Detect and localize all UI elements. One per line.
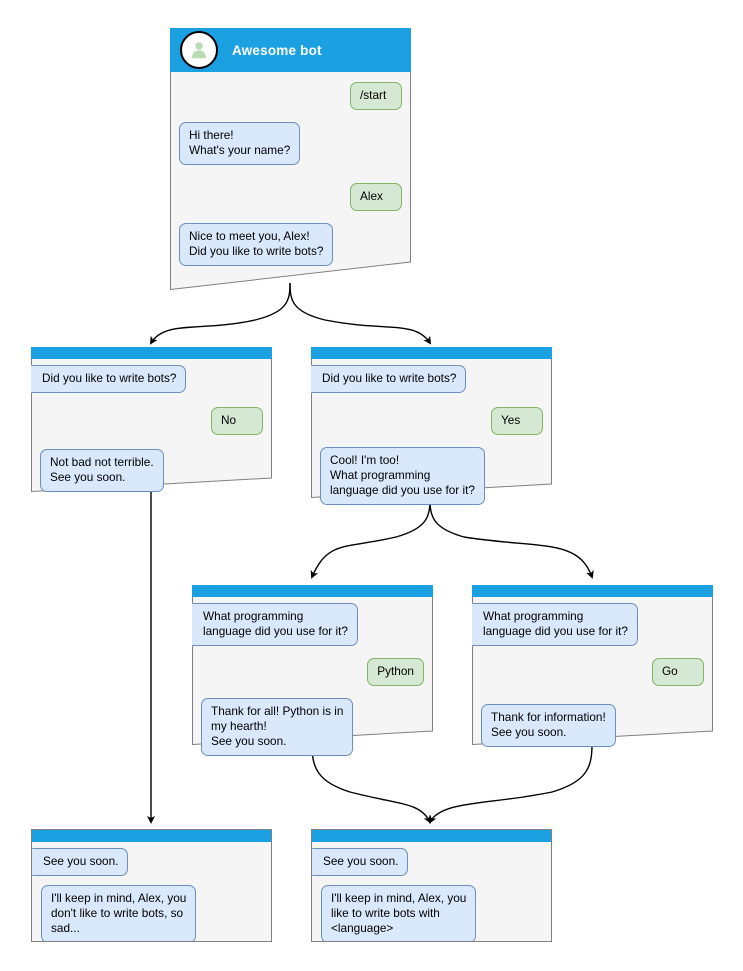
message-list: Did you like to write bots? No Not bad n… (31, 359, 272, 492)
bot-message-bubble[interactable]: Did you like to write bots? (31, 365, 187, 393)
message-list: /start Hi there! What's your name? Alex … (170, 72, 411, 290)
connector-go-to-end-happy (429, 744, 593, 824)
message-row: Yes (311, 407, 552, 435)
message-row: What programming language did you use fo… (472, 603, 704, 646)
connector-python-to-end-happy (311, 744, 431, 824)
message-row: See you soon. (312, 848, 542, 876)
user-message-bubble[interactable]: No (211, 407, 263, 435)
user-avatar-icon (180, 31, 218, 69)
message-list: What programming language did you use fo… (192, 597, 433, 756)
message-row: See you soon. (32, 848, 262, 876)
connector-root-to-yes (289, 282, 432, 345)
card-titlebar: Awesome bot (170, 28, 411, 72)
bot-message-bubble[interactable]: I'll keep in mind, Alex, you don't like … (41, 885, 197, 941)
message-row: Python (192, 658, 433, 686)
node-branch-yes[interactable]: Did you like to write bots? Yes Cool! I'… (311, 347, 552, 505)
bot-message-bubble[interactable]: Did you like to write bots? (311, 365, 467, 393)
message-row: /start (179, 82, 402, 110)
connector-yes-to-python (310, 497, 431, 579)
card-titlebar (312, 830, 551, 842)
message-row: Cool! I'm too! What programming language… (311, 447, 552, 505)
message-list: Did you like to write bots? Yes Cool! I'… (311, 359, 552, 505)
node-root-conversation[interactable]: Awesome bot /start Hi there! What's your… (170, 28, 411, 290)
user-message-bubble[interactable]: Alex (350, 183, 402, 211)
card-titlebar (311, 347, 552, 359)
bot-message-bubble[interactable]: I'll keep in mind, Alex, you like to wri… (321, 885, 477, 941)
card-titlebar (472, 585, 713, 597)
node-branch-python[interactable]: What programming language did you use fo… (192, 585, 433, 756)
user-message-bubble[interactable]: /start (350, 82, 402, 110)
message-row: I'll keep in mind, Alex, you don't like … (32, 885, 271, 941)
bot-message-bubble[interactable]: Hi there! What's your name? (179, 122, 301, 165)
message-list: What programming language did you use fo… (472, 597, 713, 747)
bot-message-bubble[interactable]: Not bad not terrible. See you soon. (40, 449, 164, 492)
user-message-bubble[interactable]: Yes (491, 407, 543, 435)
card-titlebar (31, 347, 272, 359)
message-row: What programming language did you use fo… (192, 603, 424, 646)
node-end-sad[interactable]: See you soon. I'll keep in mind, Alex, y… (31, 829, 272, 942)
connector-yes-to-go (429, 497, 594, 579)
message-row: Not bad not terrible. See you soon. (31, 449, 272, 492)
bot-message-bubble[interactable]: Nice to meet you, Alex! Did you like to … (179, 223, 334, 266)
message-row: No (31, 407, 272, 435)
node-end-happy[interactable]: See you soon. I'll keep in mind, Alex, y… (311, 829, 552, 942)
card-titlebar (192, 585, 433, 597)
message-row: Hi there! What's your name? (179, 122, 402, 165)
bot-message-bubble[interactable]: See you soon. (312, 848, 409, 876)
message-row: Did you like to write bots? (31, 365, 263, 393)
message-row: Nice to meet you, Alex! Did you like to … (179, 223, 402, 266)
bot-name-label: Awesome bot (232, 42, 322, 58)
message-row: Thank for information! See you soon. (472, 704, 713, 747)
bot-message-bubble[interactable]: Cool! I'm too! What programming language… (320, 447, 485, 505)
message-row: I'll keep in mind, Alex, you like to wri… (312, 885, 551, 941)
message-row: Go (472, 658, 713, 686)
bot-message-bubble[interactable]: What programming language did you use fo… (192, 603, 358, 646)
user-message-bubble[interactable]: Python (367, 658, 424, 686)
message-row: Thank for all! Python is in my hearth! S… (192, 698, 433, 756)
bot-message-bubble[interactable]: Thank for all! Python is in my hearth! S… (201, 698, 354, 756)
user-message-bubble[interactable]: Go (652, 658, 704, 686)
message-list: See you soon. I'll keep in mind, Alex, y… (32, 842, 271, 941)
node-branch-go[interactable]: What programming language did you use fo… (472, 585, 713, 747)
message-row: Alex (179, 183, 402, 211)
message-list: See you soon. I'll keep in mind, Alex, y… (312, 842, 551, 941)
bot-message-bubble[interactable]: What programming language did you use fo… (472, 603, 638, 646)
card-titlebar (32, 830, 271, 842)
message-row: Did you like to write bots? (311, 365, 543, 393)
node-branch-no[interactable]: Did you like to write bots? No Not bad n… (31, 347, 272, 492)
bot-message-bubble[interactable]: Thank for information! See you soon. (481, 704, 616, 747)
connector-root-to-no (149, 282, 291, 345)
bot-message-bubble[interactable]: See you soon. (32, 848, 129, 876)
